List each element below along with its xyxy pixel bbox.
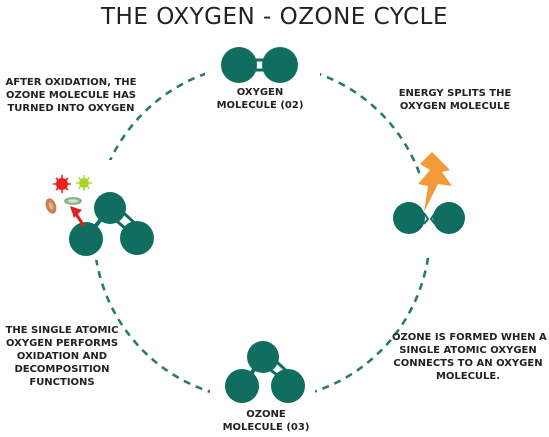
split-oxygen-molecule [393, 202, 465, 234]
label-energy-splits: ENERGY SPLITS THE OXYGEN MOLECULE [398, 88, 512, 112]
ozone-molecule-left [69, 192, 154, 256]
arrow-icon [70, 206, 86, 227]
oxygen-molecule-top [221, 47, 298, 83]
label-single-atomic: THE SINGLE ATOMIC OXYGEN PERFORMS OXIDAT… [5, 325, 119, 388]
ozone-molecule-bottom [225, 341, 305, 403]
label-ozone-formed: OZONE IS FORMED WHEN A SINGLE ATOMIC OXY… [392, 332, 547, 382]
label-ozone-molecule: OZONE MOLECULE (03) [222, 409, 310, 433]
page-title: THE OXYGEN - OZONE CYCLE [101, 4, 448, 30]
label-oxygen-molecule: OXYGEN MOLECULE (02) [216, 87, 304, 111]
label-after-oxidation: AFTER OXIDATION, THE OZONE MOLECULE HAS … [5, 77, 137, 114]
bacteria-icon [45, 175, 92, 214]
lightning-icon [418, 152, 452, 212]
